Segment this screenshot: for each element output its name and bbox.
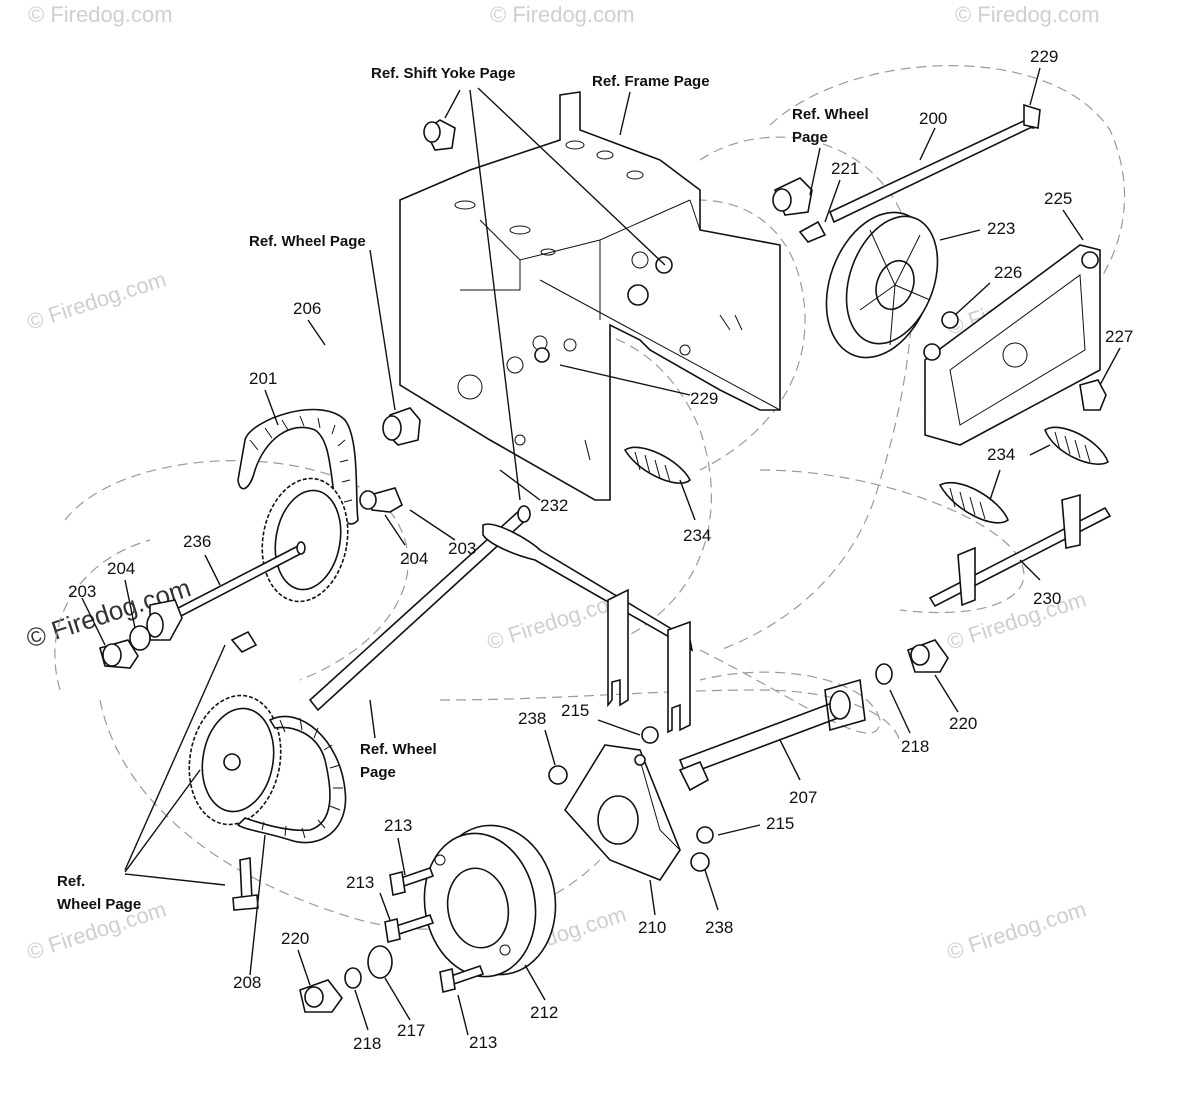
part-238-right: 238 xyxy=(705,918,733,937)
main-shaft xyxy=(308,505,694,734)
part-213-a: 213 xyxy=(384,816,412,835)
ref-shift-yoke-page: Ref. Shift Yoke Page xyxy=(371,65,516,82)
part-226: 226 xyxy=(994,263,1022,282)
ref-wheel-page-mid-line1: Ref. Wheel xyxy=(360,741,437,758)
watermark-top-right: © Firedog.com xyxy=(955,2,1100,27)
part-213-b: 213 xyxy=(346,873,374,892)
part-200: 200 xyxy=(919,109,947,128)
part-210: 210 xyxy=(638,918,666,937)
ref-wheel-page-mid-line2: Page xyxy=(360,764,396,781)
part-236: 236 xyxy=(183,532,211,551)
part-220-bottom: 220 xyxy=(281,929,309,948)
part-201: 201 xyxy=(249,369,277,388)
bolts-213 xyxy=(384,866,485,993)
part-232: 232 xyxy=(540,496,568,515)
part-221: 221 xyxy=(831,159,859,178)
part-208: 208 xyxy=(233,973,261,992)
part-number-labels: 229 200 221 223 225 226 227 206 201 229 … xyxy=(68,47,1133,1053)
part-207: 207 xyxy=(789,788,817,807)
bolt-lower xyxy=(232,857,259,911)
reference-labels: Ref. Shift Yoke Page Ref. Frame Page Ref… xyxy=(57,65,869,913)
part-229-mid: 229 xyxy=(690,389,718,408)
part-204-left: 204 xyxy=(107,559,135,578)
top-bushings xyxy=(382,119,827,446)
part-215-right: 215 xyxy=(766,814,794,833)
part-203-right: 203 xyxy=(448,539,476,558)
upper-shaft xyxy=(828,103,1041,224)
part-229-top: 229 xyxy=(1030,47,1058,66)
ref-wheel-page-top-line1: Ref. Wheel xyxy=(792,106,869,123)
leader-lines xyxy=(81,67,1121,1036)
part-227: 227 xyxy=(1105,327,1133,346)
part-213-c: 213 xyxy=(469,1033,497,1052)
ref-frame-page: Ref. Frame Page xyxy=(592,73,710,90)
part-203-left: 203 xyxy=(68,582,96,601)
ref-wheel-page-bottom-line2: Wheel Page xyxy=(57,896,141,913)
part-220-right: 220 xyxy=(949,714,977,733)
part-238-top: 238 xyxy=(518,709,546,728)
part-212: 212 xyxy=(530,1003,558,1022)
chain-208 xyxy=(236,715,347,844)
part-204-right: 204 xyxy=(400,549,428,568)
ref-wheel-page-left: Ref. Wheel Page xyxy=(249,233,366,250)
watermark-right-lower: © Firedog.com xyxy=(944,896,1089,964)
ref-wheel-page-top-line2: Page xyxy=(792,129,828,146)
springs-234 xyxy=(623,426,1109,524)
part-230: 230 xyxy=(1033,589,1061,608)
frame-housing xyxy=(399,91,781,501)
part-215-top: 215 xyxy=(561,701,589,720)
part-218-right: 218 xyxy=(901,737,929,756)
bottom-small-parts xyxy=(299,945,393,1013)
part-234-right: 234 xyxy=(987,445,1015,464)
watermark-top-left: © Firedog.com xyxy=(28,2,173,27)
sprocket-upper xyxy=(261,477,404,603)
drum-212 xyxy=(423,824,557,978)
housing-210 xyxy=(548,726,714,881)
part-217: 217 xyxy=(397,1021,425,1040)
part-225: 225 xyxy=(1044,189,1072,208)
part-234-mid: 234 xyxy=(683,526,711,545)
ref-wheel-page-bottom-line1: Ref. xyxy=(57,873,85,890)
watermark-top-center: © Firedog.com xyxy=(490,2,635,27)
shaft-230 xyxy=(928,493,1112,608)
bracket-plate-225 xyxy=(923,244,1107,446)
part-218-bottom: 218 xyxy=(353,1034,381,1053)
pulley-223 xyxy=(825,211,959,359)
right-end-parts xyxy=(875,639,949,685)
part-223: 223 xyxy=(987,219,1015,238)
shaft-207 xyxy=(678,678,866,792)
watermark-left-upper: © Firedog.com xyxy=(24,266,169,334)
sprocket-lower xyxy=(188,630,282,826)
part-206: 206 xyxy=(293,299,321,318)
left-small-parts xyxy=(99,599,183,669)
